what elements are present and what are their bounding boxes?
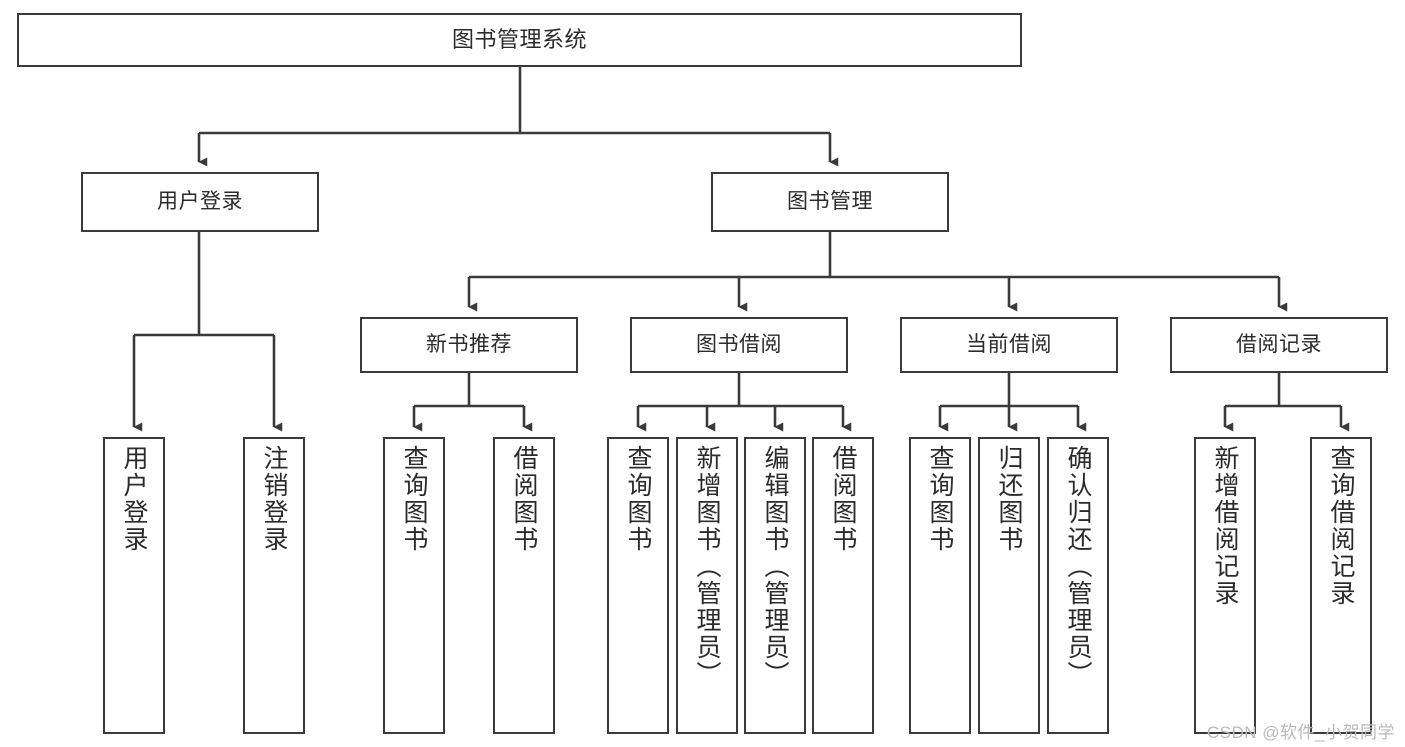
- node-book-borrow[interactable]: 图书借阅: [630, 317, 848, 373]
- leaf-query-book-current[interactable]: 查询图书: [909, 437, 971, 734]
- leaf-add-borrow-record[interactable]: 新增借阅记录: [1194, 437, 1256, 734]
- node-book-management-system[interactable]: 图书管理系统: [17, 13, 1022, 67]
- node-current-borrow[interactable]: 当前借阅: [900, 317, 1118, 373]
- leaf-add-book-admin[interactable]: 新增图书（管理员）: [676, 437, 738, 734]
- leaf-user-login[interactable]: 用户登录: [103, 437, 165, 734]
- node-label: 归还图书: [995, 445, 1023, 553]
- node-label: 借阅图书: [829, 445, 857, 553]
- node-label: 新增图书（管理员）: [693, 445, 721, 688]
- node-label: 注销登录: [260, 445, 288, 553]
- node-new-book-recommend[interactable]: 新书推荐: [360, 317, 578, 373]
- node-label: 用户登录: [120, 445, 148, 553]
- watermark: CSDN @软件_小贺同学: [1206, 723, 1395, 742]
- node-book-manage[interactable]: 图书管理: [711, 172, 949, 232]
- node-label: 查询图书: [926, 445, 954, 553]
- leaf-edit-book-admin[interactable]: 编辑图书（管理员）: [744, 437, 806, 734]
- node-label: 查询图书: [400, 445, 428, 553]
- node-label: 查询图书: [624, 445, 652, 553]
- node-label: 编辑图书（管理员）: [761, 445, 789, 688]
- leaf-confirm-return-admin[interactable]: 确认归还（管理员）: [1047, 437, 1109, 734]
- node-label: 图书借阅: [696, 332, 782, 356]
- leaf-query-book-recommend[interactable]: 查询图书: [383, 437, 445, 734]
- node-label: 借阅记录: [1236, 332, 1322, 356]
- node-label: 新书推荐: [426, 332, 512, 356]
- node-label: 图书管理系统: [451, 27, 587, 53]
- leaf-return-book[interactable]: 归还图书: [978, 437, 1040, 734]
- node-label: 借阅图书: [510, 445, 538, 553]
- node-label: 图书管理: [787, 189, 873, 213]
- node-label: 用户登录: [157, 189, 243, 213]
- leaf-user-logout[interactable]: 注销登录: [243, 437, 305, 734]
- leaf-query-book-borrow[interactable]: 查询图书: [607, 437, 669, 734]
- node-label: 当前借阅: [966, 332, 1052, 356]
- node-borrow-record[interactable]: 借阅记录: [1170, 317, 1388, 373]
- node-label: 确认归还（管理员）: [1064, 445, 1092, 688]
- leaf-borrow-book-borrow[interactable]: 借阅图书: [812, 437, 874, 734]
- node-label: 新增借阅记录: [1211, 445, 1239, 607]
- node-label: 查询借阅记录: [1327, 445, 1355, 607]
- leaf-borrow-book-recommend[interactable]: 借阅图书: [493, 437, 555, 734]
- node-user-login[interactable]: 用户登录: [81, 172, 319, 232]
- leaf-query-borrow-record[interactable]: 查询借阅记录: [1310, 437, 1372, 734]
